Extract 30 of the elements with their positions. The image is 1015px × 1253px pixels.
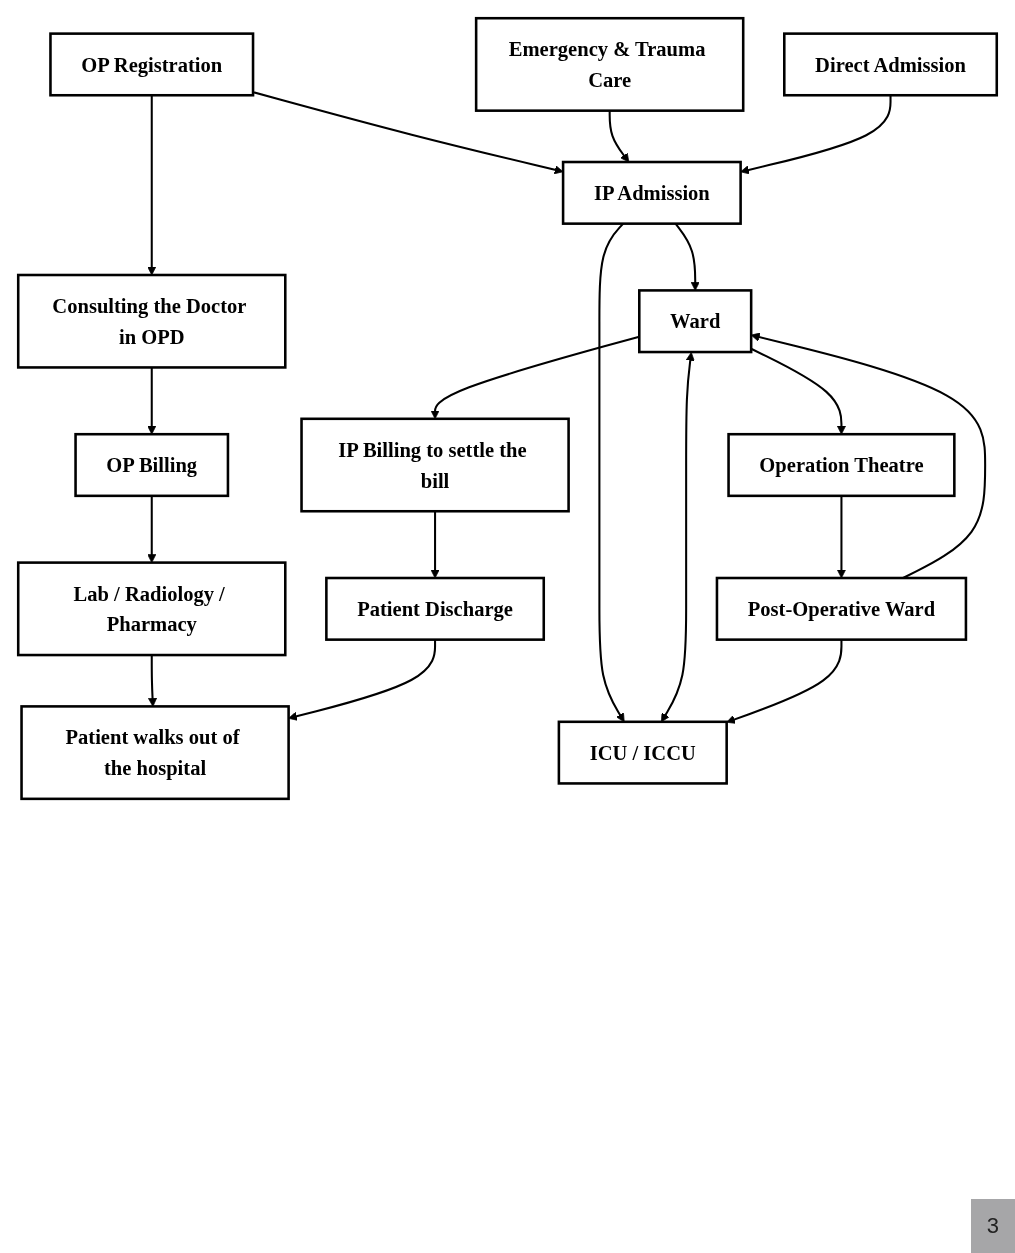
node-box [20,705,290,801]
node-box [783,32,999,97]
node-box [638,289,753,354]
arrow [148,655,158,707]
node-box [300,417,570,513]
arrow [836,495,846,579]
node-box [325,576,546,641]
arrow [750,347,846,435]
arrow [288,639,437,721]
arrow [430,511,440,579]
page-number: 3 [970,1199,1015,1253]
node-box [715,576,968,641]
arrow [750,332,987,579]
node-box [727,432,956,498]
arrow [147,495,157,563]
node-box [16,273,287,369]
arrow [740,95,892,175]
arrow [147,95,157,276]
arrow [726,639,843,724]
node-box [474,16,745,112]
arrow [147,367,157,435]
arrow [252,91,564,175]
flowchart: OP Registration Emergency & Trauma Care Direct Admission Consulting the Doctor in OPD IP Admission OP Billing Ward ICU / ICCU Lab / Radiology / Pharmacy Operation Theatre Post-Operative Ward IP Billing to settle the bill Patient Discharge Patient walks out of the hospital [10,10,1005,808]
node-box [16,561,287,657]
node-box [49,32,255,97]
node-box [561,160,742,225]
arrow [608,110,630,163]
arrow [674,223,700,291]
node-box [74,432,230,498]
node-box [557,720,728,785]
